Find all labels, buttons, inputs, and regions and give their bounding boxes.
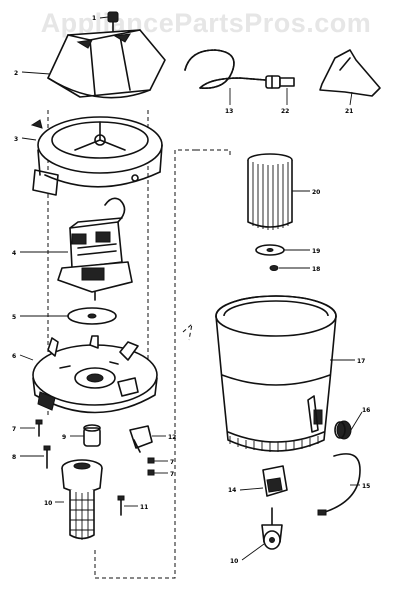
label-part-6: 6	[12, 353, 16, 360]
part-18-nut[interactable]	[269, 265, 279, 271]
label-part-12: 12	[168, 434, 176, 441]
label-part-21: 21	[345, 108, 353, 115]
part-13-hose[interactable]	[184, 49, 266, 89]
label-part-9: 9	[62, 434, 66, 441]
part-12-bracket[interactable]	[129, 425, 153, 453]
label-part-17: 17	[357, 358, 365, 365]
part-7b-screw[interactable]	[147, 457, 155, 464]
label-part-16: 16	[362, 407, 370, 414]
label-part-19: 19	[312, 248, 320, 255]
part-22-connector[interactable]	[265, 75, 295, 89]
part-16-drain-cap[interactable]	[334, 420, 352, 440]
label-part-4: 4	[12, 250, 16, 257]
part-17-tank[interactable]	[215, 295, 337, 452]
part-11-screw[interactable]	[117, 495, 125, 516]
label-part-15: 15	[362, 483, 370, 490]
label-part-2: 2	[14, 70, 18, 77]
leader-lines	[19, 16, 363, 561]
part-21-nozzle[interactable]	[319, 49, 381, 97]
assembly-line-top	[196, 149, 231, 158]
part-19-disc[interactable]	[255, 244, 285, 256]
label-part-8: 8	[12, 454, 16, 461]
label-part-14: 14	[228, 487, 236, 494]
part-15-cord[interactable]	[317, 453, 361, 516]
part-14-caster-bracket[interactable]	[262, 465, 288, 497]
label-part-7c: 7	[170, 471, 174, 478]
label-part-10: 10	[44, 500, 52, 507]
label-part-20: 20	[312, 189, 320, 196]
label-part-11: 11	[140, 504, 148, 511]
part-3-motor-housing[interactable]	[30, 116, 163, 196]
part-6-motor-plate[interactable]	[32, 335, 158, 414]
label-part-7a: 7	[12, 426, 16, 433]
part-8-screw[interactable]	[43, 445, 51, 469]
assembly-line-left	[94, 149, 196, 579]
label-part-18: 18	[312, 266, 320, 273]
assembly-line-mid	[182, 322, 193, 341]
part-10-filter-cage[interactable]	[61, 459, 103, 540]
label-part-5: 5	[12, 314, 16, 321]
label-part-7b: 7	[170, 459, 174, 466]
part-7c-screw[interactable]	[147, 469, 155, 476]
part-2-top-cover[interactable]	[47, 29, 166, 99]
label-part-22: 22	[281, 108, 289, 115]
part-4-motor[interactable]	[57, 197, 133, 301]
part-7a-screw[interactable]	[35, 419, 43, 437]
part-9-bushing[interactable]	[83, 424, 101, 447]
label-part-13: 13	[225, 108, 233, 115]
part-20-filter[interactable]	[247, 153, 293, 230]
part-10b-caster[interactable]	[261, 507, 283, 550]
label-part-10b: 10	[230, 558, 238, 565]
label-part-1: 1	[92, 15, 96, 22]
label-part-3: 3	[14, 136, 18, 143]
part-5-impeller[interactable]	[67, 307, 117, 325]
